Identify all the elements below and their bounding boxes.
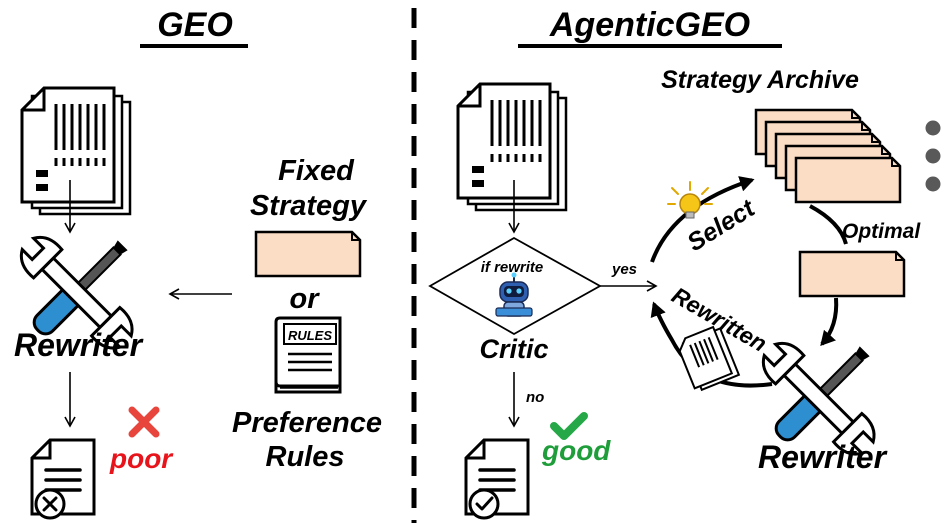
cross-icon xyxy=(128,406,160,438)
rewritten-document-icon xyxy=(678,325,741,392)
optimal-arrow-upper xyxy=(809,204,848,245)
optimal-strategy-card xyxy=(798,250,906,298)
fixed-label: Fixed xyxy=(278,155,355,187)
preference-label: Preference xyxy=(232,407,382,439)
strategy-label: Strategy xyxy=(250,190,368,222)
rules-label: Rules xyxy=(266,441,345,473)
rules-book-label: RULES xyxy=(288,328,332,343)
right-panel-title: AgenticGEO xyxy=(549,6,750,44)
good-label: good xyxy=(541,435,611,466)
rewritten-feedback-arrow xyxy=(650,301,773,388)
left-panel-title: GEO xyxy=(157,6,233,44)
optimal-arrow-lower xyxy=(820,297,839,346)
fixed-strategy-card xyxy=(254,230,362,278)
lightbulb-icon xyxy=(667,181,713,219)
strategy-archive-stack xyxy=(754,108,902,204)
yes-label: yes xyxy=(611,261,637,278)
strategy-archive-label: Strategy Archive xyxy=(661,66,859,94)
robot-icon xyxy=(495,272,533,317)
critic-label: Critic xyxy=(479,334,548,364)
failed-document-icon xyxy=(30,438,96,520)
right-rewriter-label: Rewriter xyxy=(758,439,888,475)
document-stack-icon xyxy=(20,86,132,216)
left-panel: GEO Rewriter poor Fixed Strategy or RULE… xyxy=(12,6,382,520)
rules-book-icon: RULES xyxy=(274,316,342,394)
document-stack-icon xyxy=(456,82,568,212)
critic-question-label: if rewrite xyxy=(481,259,544,276)
approved-document-icon xyxy=(464,438,530,520)
no-label: no xyxy=(526,389,544,406)
optimal-label: Optimal xyxy=(842,220,921,243)
poor-label: poor xyxy=(109,443,174,474)
more-strategies-dots xyxy=(925,120,941,192)
or-label: or xyxy=(290,283,321,315)
right-panel: AgenticGEO if rewrite Critic yes no xyxy=(428,6,941,520)
left-rewriter-label: Rewriter xyxy=(14,327,144,363)
check-icon xyxy=(550,412,588,440)
